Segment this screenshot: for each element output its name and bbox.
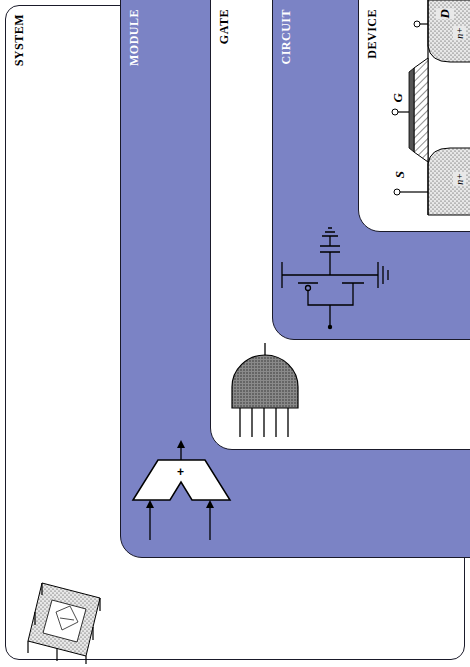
gate-oxide [414,58,428,162]
die-wiring [56,606,78,630]
drawing-part [282,262,378,288]
substrate-surface [427,0,428,215]
gate-inputs [240,408,288,437]
gate-electrode [409,68,414,152]
device-region: DEVICE [358,0,470,232]
adder-output [180,446,181,460]
arrow-head [177,440,185,448]
and-gate-symbol [232,355,298,408]
drain-region [428,0,470,62]
drawing-part [308,283,353,325]
drawing-part [298,282,364,283]
drain-terminal [414,21,420,27]
source-region [428,148,470,215]
source-lead [400,191,428,192]
level-title: SYSTEM [12,14,27,66]
system-region: DEVICE CIRCUIT GATE MODULE SYSTEM [5,5,465,660]
drain-lead [420,23,428,24]
chip-pins [28,583,100,664]
arrow-head [206,500,214,508]
arrow-head [146,500,154,508]
adder-input [209,506,210,540]
input-terminal [327,324,331,328]
level-title: DEVICE [365,9,380,59]
drawing-part [378,262,388,288]
gate-output [264,343,265,355]
inverter-schematic [282,228,388,325]
level-title: CIRCUIT [279,9,294,65]
module-region: DEVICE CIRCUIT GATE MODULE [120,0,470,558]
chip-die [43,600,86,642]
level-title: MODULE [127,9,142,66]
gate-region: DEVICE CIRCUIT GATE [210,0,470,450]
adder-input [149,506,150,540]
adder-symbol [133,460,230,500]
gate-terminal [392,109,398,115]
drawing-part [305,285,310,290]
source-terminal [394,189,400,195]
circuit-region: DEVICE CIRCUIT [272,0,470,340]
drawing-part [320,228,340,275]
chip-package [28,583,100,656]
gate-lead [398,111,409,112]
level-title: GATE [217,9,232,44]
